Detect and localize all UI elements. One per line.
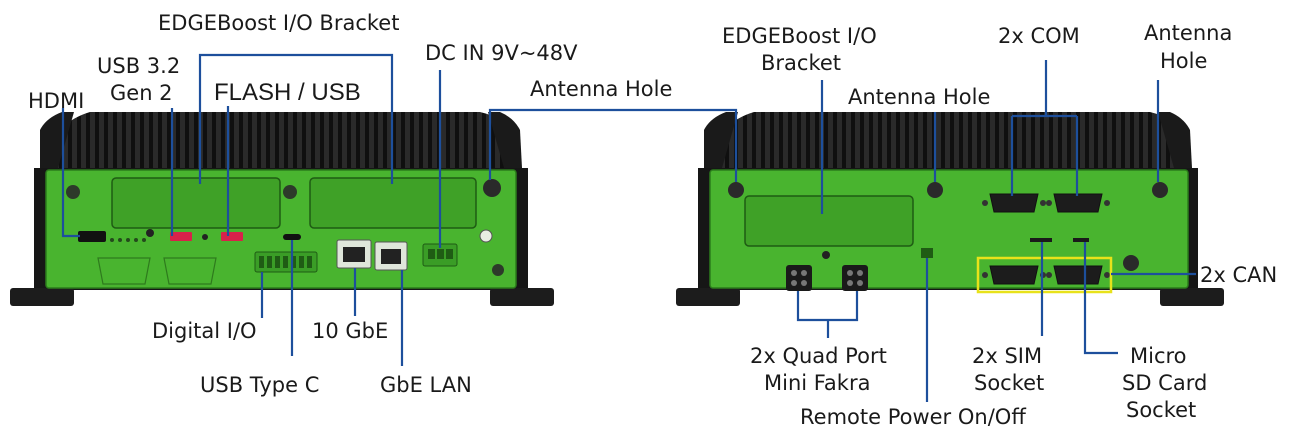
label-sd-line3: Socket (1126, 398, 1196, 422)
right-antenna-hole-1 (728, 182, 744, 198)
right-antenna-hole-3 (1152, 182, 1168, 198)
usb32-port (170, 232, 192, 241)
label-right-antenna-hole: Antenna Hole (848, 85, 990, 109)
left-screw-1 (66, 185, 80, 199)
label-dc-in: DC IN 9V~48V (425, 41, 578, 65)
leader-com (1010, 60, 1079, 196)
left-com-knockout-2 (163, 257, 217, 285)
label-sd-line2: SD Card (1122, 371, 1207, 395)
ground-screw (1123, 255, 1139, 271)
com-port-1 (982, 193, 1046, 213)
leader-left-bracket (198, 53, 394, 184)
right-heatsink (704, 112, 1192, 168)
flash-usb-port (221, 232, 243, 241)
power-button (479, 229, 493, 243)
right-antenna-hole-2 (927, 182, 943, 198)
label-right-edgeboost-line2: Bracket (761, 51, 841, 75)
sim-socket-slot (1030, 238, 1052, 242)
leader-antenna-link (488, 108, 738, 182)
left-heatsink (40, 112, 522, 168)
right-foot-left (676, 288, 740, 306)
label-sd-line1: Micro (1130, 344, 1187, 368)
status-leds (110, 238, 146, 242)
left-antenna-hole (483, 179, 501, 197)
label-usb32-line1: USB 3.2 (97, 54, 180, 78)
label-fakra-line2: Mini Fakra (764, 371, 870, 395)
left-screw-2 (283, 185, 297, 199)
label-can: 2x CAN (1200, 263, 1277, 287)
left-bracket-slot-2 (309, 177, 477, 229)
remote-power-terminal (921, 248, 933, 258)
left-screw-3 (492, 264, 504, 276)
fakra-connector-2 (842, 265, 868, 291)
com-port-2 (1046, 193, 1110, 213)
label-sim-line2: Socket (974, 371, 1044, 395)
leader-hdmi (61, 108, 80, 238)
label-digital-io: Digital I/O (152, 319, 257, 343)
label-fakra-line1: 2x Quad Port (750, 344, 887, 368)
right-foot-right (1160, 288, 1224, 306)
leader-lines (61, 53, 1196, 402)
right-unit (676, 112, 1224, 306)
right-bracket-slot (744, 195, 914, 247)
label-antenna-hole-top: Antenna Hole (530, 77, 672, 101)
label-gbe-lan: GbE LAN (380, 373, 472, 397)
label-antenna-line1: Antenna (1144, 21, 1232, 45)
sd-card-slot (1073, 238, 1089, 242)
label-usb32-line2: Gen 2 (110, 81, 173, 105)
label-com: 2x COM (998, 24, 1080, 48)
label-10gbe: 10 GbE (312, 319, 388, 343)
labels: EDGEBoost I/O Bracket USB 3.2 Gen 2 HDMI… (28, 11, 1277, 429)
usb-type-c-port (283, 234, 301, 240)
left-foot-right (490, 288, 554, 306)
can-port-2 (1046, 265, 1110, 285)
label-antenna-line2: Hole (1160, 49, 1207, 73)
label-remote-power: Remote Power On/Off (800, 405, 1026, 429)
left-foot-left (10, 288, 74, 306)
label-right-edgeboost-line1: EDGEBoost I/O (722, 24, 877, 48)
label-usb-type-c: USB Type C (200, 373, 319, 397)
hdmi-port (78, 231, 106, 242)
label-sim-line1: 2x SIM (972, 344, 1042, 368)
can-port-1 (982, 265, 1046, 285)
left-unit (10, 112, 554, 306)
label-left-edgeboost: EDGEBoost I/O Bracket (158, 11, 399, 35)
label-flash-usb: FLASH / USB (214, 79, 361, 106)
left-bracket-slot-1 (111, 177, 281, 229)
fakra-connector-1 (786, 265, 812, 291)
leader-fakra (796, 291, 859, 338)
left-com-knockout-1 (97, 257, 151, 285)
leader-sd (1083, 242, 1118, 355)
label-hdmi: HDMI (28, 89, 84, 113)
